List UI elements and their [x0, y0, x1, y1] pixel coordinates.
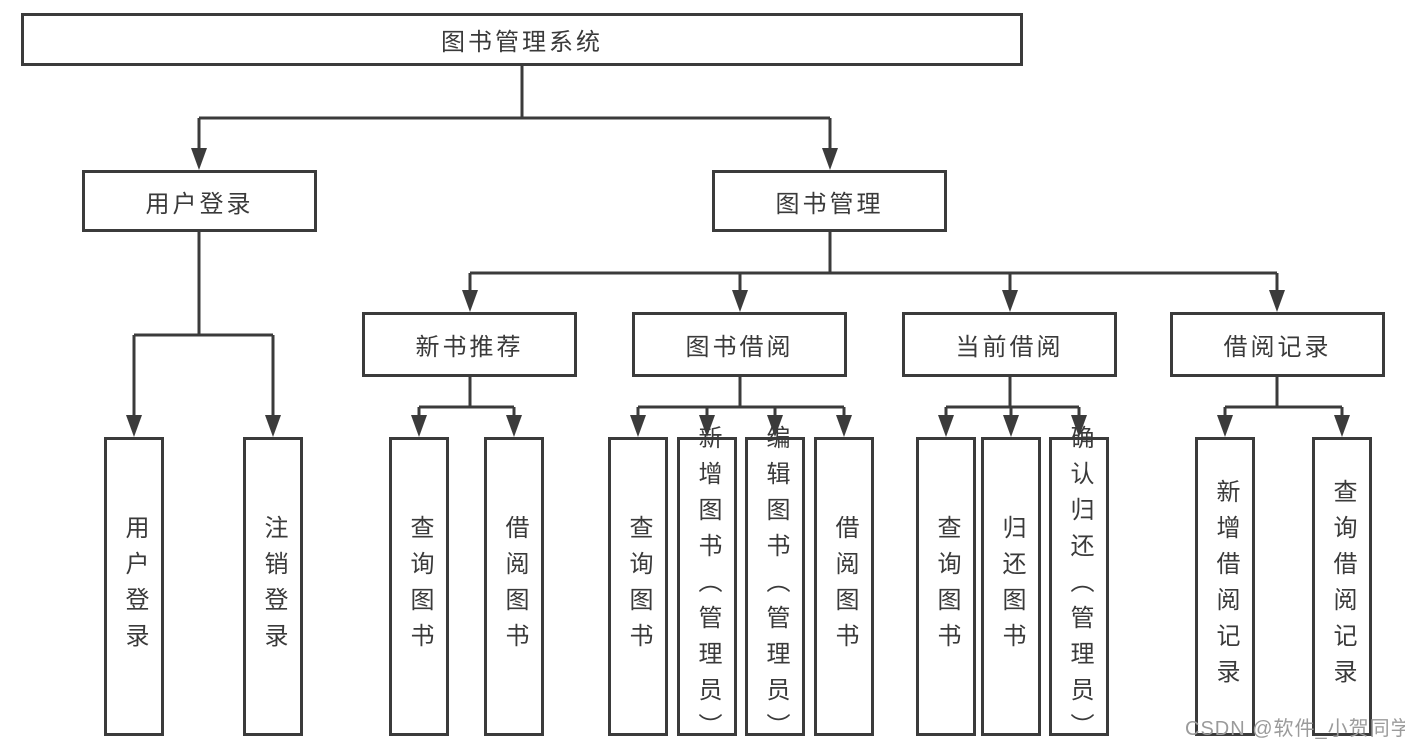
node-leaf-edit-book-admin: 编辑图书（管理员） — [745, 425, 805, 747]
node-book-borrow-label: 图书借阅 — [685, 334, 794, 361]
node-leaf-user-login: 用户登录 — [104, 437, 164, 736]
node-leaf-return-book-label: 归还图书 — [998, 514, 1025, 659]
node-leaf-borrow-book-label: 借阅图书 — [831, 514, 858, 659]
node-leaf-query-borrow-record-label: 查询借阅记录 — [1329, 478, 1356, 695]
node-current-borrow-label: 当前借阅 — [955, 334, 1064, 361]
node-borrow-records: 借阅记录 — [1170, 312, 1385, 377]
node-user-login-label: 用户登录 — [145, 190, 254, 218]
node-book-management: 图书管理 — [712, 170, 947, 232]
node-new-book-recommend-label: 新书推荐 — [415, 334, 524, 361]
node-leaf-query-book-recommend: 查询图书 — [389, 437, 449, 736]
node-leaf-edit-book-admin-label: 编辑图书（管理员） — [762, 424, 789, 747]
node-leaf-return-book: 归还图书 — [981, 437, 1041, 736]
node-root-system: 图书管理系统 — [21, 13, 1023, 66]
node-leaf-add-book-admin: 新增图书（管理员） — [677, 425, 737, 747]
node-new-book-recommend: 新书推荐 — [362, 312, 577, 377]
connector-paths — [132, 66, 1344, 417]
node-leaf-add-borrow-record: 新增借阅记录 — [1195, 437, 1255, 736]
node-book-borrow: 图书借阅 — [632, 312, 847, 377]
node-leaf-confirm-return-admin: 确认归还（管理员） — [1049, 425, 1109, 747]
node-leaf-query-book-current-label: 查询图书 — [933, 514, 960, 659]
node-leaf-user-login-label: 用户登录 — [121, 514, 148, 659]
node-leaf-add-book-admin-label: 新增图书（管理员） — [694, 424, 721, 747]
node-leaf-confirm-return-admin-label: 确认归还（管理员） — [1066, 424, 1093, 747]
node-leaf-query-borrow-record: 查询借阅记录 — [1312, 437, 1372, 736]
node-leaf-borrow-book-recommend: 借阅图书 — [484, 437, 544, 736]
node-leaf-query-book-borrow-label: 查询图书 — [625, 514, 652, 659]
node-leaf-borrow-book: 借阅图书 — [814, 437, 874, 736]
node-book-management-label: 图书管理 — [775, 190, 884, 218]
node-leaf-query-book-borrow: 查询图书 — [608, 437, 668, 736]
node-leaf-borrow-book-recommend-label: 借阅图书 — [501, 514, 528, 659]
node-user-login: 用户登录 — [82, 170, 317, 232]
node-leaf-add-borrow-record-label: 新增借阅记录 — [1212, 478, 1239, 695]
csdn-watermark: CSDN @软件_小贺同学 — [1185, 718, 1405, 740]
node-leaf-logout: 注销登录 — [243, 437, 303, 736]
node-leaf-query-book-current: 查询图书 — [916, 437, 976, 736]
node-root-system-label: 图书管理系统 — [441, 29, 603, 56]
node-borrow-records-label: 借阅记录 — [1223, 334, 1332, 361]
node-leaf-query-book-recommend-label: 查询图书 — [406, 514, 433, 659]
node-current-borrow: 当前借阅 — [902, 312, 1117, 377]
node-leaf-logout-label: 注销登录 — [260, 514, 287, 659]
arrowheads — [126, 148, 1350, 437]
